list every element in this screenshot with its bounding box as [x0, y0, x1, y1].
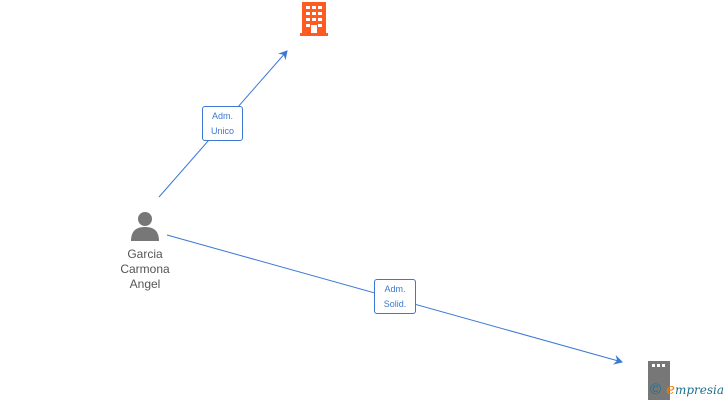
- relation-label-line: Solid.: [383, 299, 407, 309]
- relation-label-adm-unico[interactable]: Adm. Unico: [202, 106, 243, 141]
- brand-initial: e: [666, 380, 675, 398]
- person-name[interactable]: Garcia Carmona Angel: [95, 247, 195, 292]
- relation-label-adm-solid[interactable]: Adm. Solid.: [374, 279, 416, 314]
- person-name-line: Garcia: [127, 247, 163, 261]
- person-name-line: Angel: [129, 277, 161, 291]
- building-icon[interactable]: [298, 2, 330, 36]
- brand-logo: empresia: [666, 380, 724, 398]
- relation-label-line: Unico: [210, 126, 234, 136]
- empresia-watermark: © empresia: [650, 379, 724, 399]
- copyright-icon: ©: [650, 380, 662, 398]
- person-icon[interactable]: [130, 211, 160, 241]
- relation-label-line: Adm.: [384, 284, 406, 294]
- brand-rest: mpresia: [674, 383, 725, 397]
- relation-label-line: Adm.: [211, 111, 233, 121]
- building-icon[interactable]: [646, 361, 672, 400]
- person-name-line: Carmona: [120, 262, 170, 276]
